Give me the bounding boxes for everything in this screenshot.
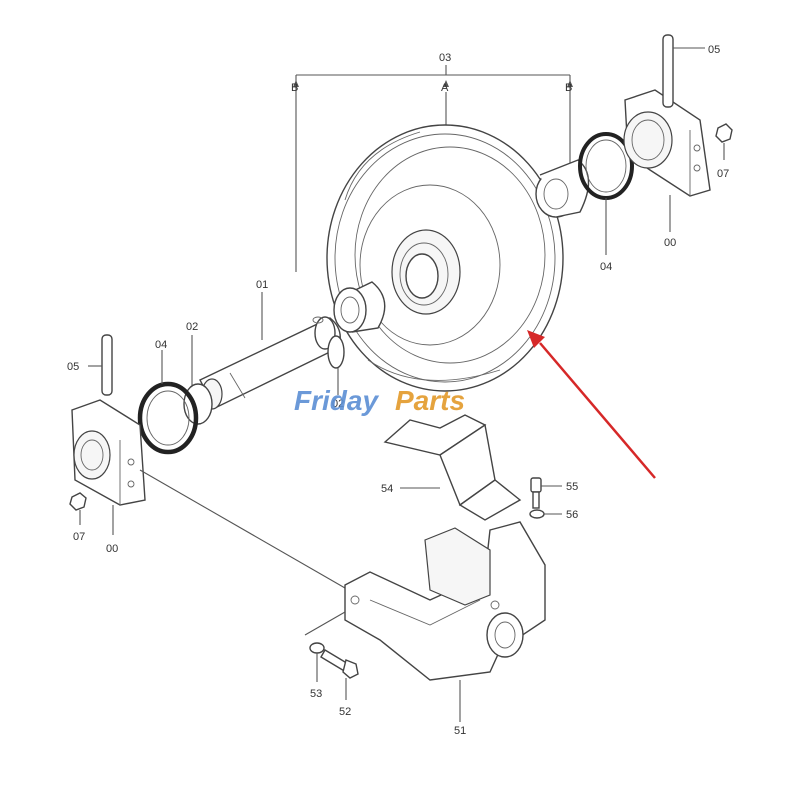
right-nut bbox=[715, 123, 733, 160]
label-assembly: 03 bbox=[439, 52, 451, 64]
idler-wheel bbox=[326, 124, 564, 392]
label-nut-left: 07 bbox=[73, 531, 85, 543]
yoke bbox=[344, 521, 546, 722]
small-washer bbox=[529, 509, 562, 519]
label-nut-right: 07 bbox=[717, 168, 729, 180]
right-pin bbox=[662, 34, 705, 108]
label-bracket-right: 00 bbox=[664, 237, 676, 249]
small-bolt bbox=[530, 477, 562, 509]
label-plate: 54 bbox=[381, 483, 393, 495]
left-nut bbox=[69, 492, 87, 525]
label-yoke: 51 bbox=[454, 725, 466, 737]
label-bracket-left: 00 bbox=[106, 543, 118, 555]
label-sub-a: A bbox=[441, 82, 449, 94]
left-collar bbox=[333, 281, 386, 333]
left-seal bbox=[137, 350, 199, 455]
pointer-arrow bbox=[527, 330, 656, 479]
label-pin-left: 05 bbox=[67, 361, 79, 373]
watermark-part2: Parts bbox=[395, 385, 465, 416]
o-ring-left bbox=[183, 335, 213, 425]
watermark-part1: Friday bbox=[294, 385, 379, 416]
label-sub-b-right: B bbox=[565, 82, 572, 94]
label-seal-right: 04 bbox=[600, 261, 612, 273]
washer bbox=[304, 611, 346, 682]
label-shaft: 01 bbox=[256, 279, 268, 291]
label-sub-b-left: B bbox=[291, 82, 298, 94]
bolt bbox=[320, 649, 359, 700]
assembly-bracket bbox=[293, 65, 573, 272]
label-o-ring: 02 bbox=[186, 321, 198, 333]
label-o-ring-lower: 02 bbox=[332, 398, 344, 410]
left-pin bbox=[88, 334, 113, 396]
label-pin-right: 05 bbox=[708, 44, 720, 56]
leader-bracket-yoke bbox=[139, 469, 346, 589]
label-bolt: 52 bbox=[339, 706, 351, 718]
label-bolt-small: 55 bbox=[566, 481, 578, 493]
label-washer-small: 56 bbox=[566, 509, 578, 521]
label-seal-left: 04 bbox=[155, 339, 167, 351]
label-washer: 53 bbox=[310, 688, 322, 700]
plate bbox=[383, 414, 522, 521]
o-ring-right bbox=[327, 335, 345, 395]
right-collar bbox=[535, 159, 590, 218]
watermark-logo: Friday Parts bbox=[294, 385, 465, 416]
left-bracket bbox=[71, 399, 146, 535]
